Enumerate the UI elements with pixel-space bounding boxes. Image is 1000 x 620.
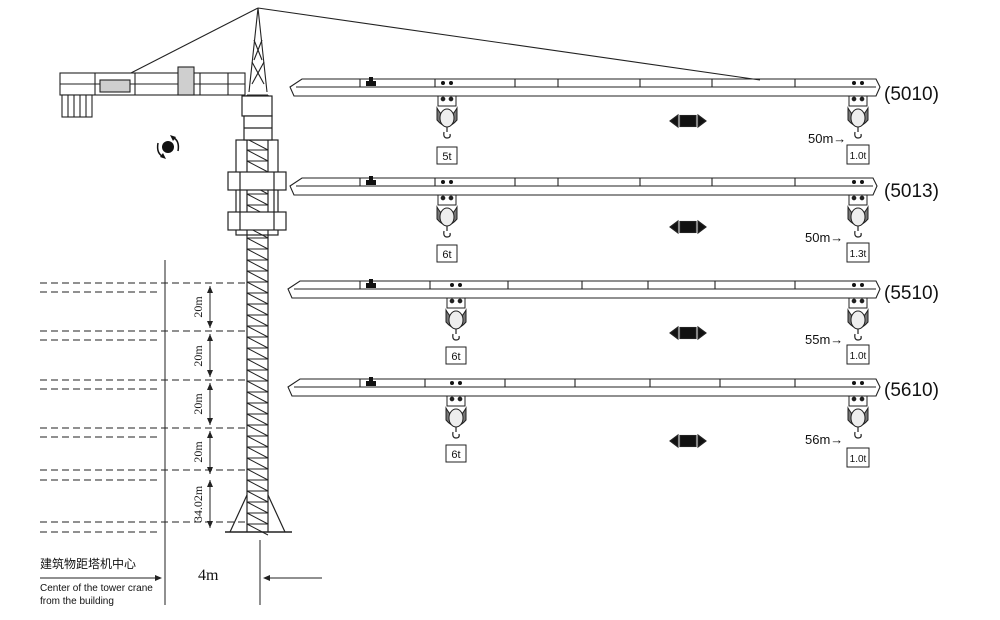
hook-icon — [436, 95, 458, 139]
jib-5610 — [287, 377, 881, 448]
tip-radius-5610: 56m→ — [805, 432, 843, 447]
tip-radius-5510: 55m→ — [805, 332, 843, 347]
model-label-5013: (5013) — [884, 181, 939, 202]
tower-head — [124, 7, 761, 93]
trolley-travel-icon — [669, 326, 707, 340]
hook-icon — [847, 95, 869, 139]
near-load-5013: 6t — [442, 249, 451, 261]
model-label-5010: (5010) — [884, 84, 939, 105]
building-label-cn: 建筑物距塔机中心 — [40, 556, 136, 571]
hook-icon — [847, 194, 869, 238]
slewing-unit — [241, 95, 273, 141]
trolley-travel-icon — [669, 220, 707, 234]
jib-5510 — [287, 279, 881, 341]
tip-load-5010: 1.0t — [850, 151, 867, 162]
tip-load-5610: 1.0t — [850, 454, 867, 465]
hook-icon — [847, 297, 869, 341]
distance-label: 4m — [198, 567, 219, 584]
hook-icon — [445, 395, 467, 439]
hook-icon — [445, 297, 467, 341]
jib-5013 — [289, 176, 878, 238]
climbing-frame — [227, 139, 287, 236]
model-label-5510: (5510) — [884, 283, 939, 304]
near-load-5010: 5t — [442, 151, 451, 163]
near-load-boxes — [436, 146, 467, 463]
height-dimension-lines — [40, 260, 247, 605]
near-load-5510: 6t — [451, 351, 460, 363]
tip-radius-5013: 50m→ — [805, 230, 843, 245]
tip-radius-5010: 50m→ — [808, 131, 846, 146]
counter-jib — [59, 66, 246, 118]
model-label-5610: (5610) — [884, 380, 939, 401]
height-label-1: 20m — [191, 296, 205, 318]
tip-load-boxes — [846, 144, 870, 468]
trolley-travel-icon — [669, 114, 707, 128]
near-load-5610: 6t — [451, 449, 460, 461]
height-label-3: 20m — [191, 393, 205, 415]
tip-load-5013: 1.3t — [850, 249, 867, 260]
jib-5010 — [289, 77, 881, 139]
tower-mast — [225, 94, 292, 536]
building-label-en-1: Center of the tower crane — [40, 583, 153, 594]
tip-load-5510: 1.0t — [850, 351, 867, 362]
hook-icon — [847, 395, 869, 439]
height-label-4: 20m — [191, 441, 205, 463]
slewing-icon — [156, 135, 180, 159]
hook-icon — [436, 194, 458, 238]
distance-dimension — [40, 540, 322, 605]
height-label-2: 20m — [191, 345, 205, 367]
building-label-en-2: from the building — [40, 596, 114, 607]
height-label-5: 34.02m — [191, 485, 205, 522]
trolley-travel-icon — [669, 434, 707, 448]
